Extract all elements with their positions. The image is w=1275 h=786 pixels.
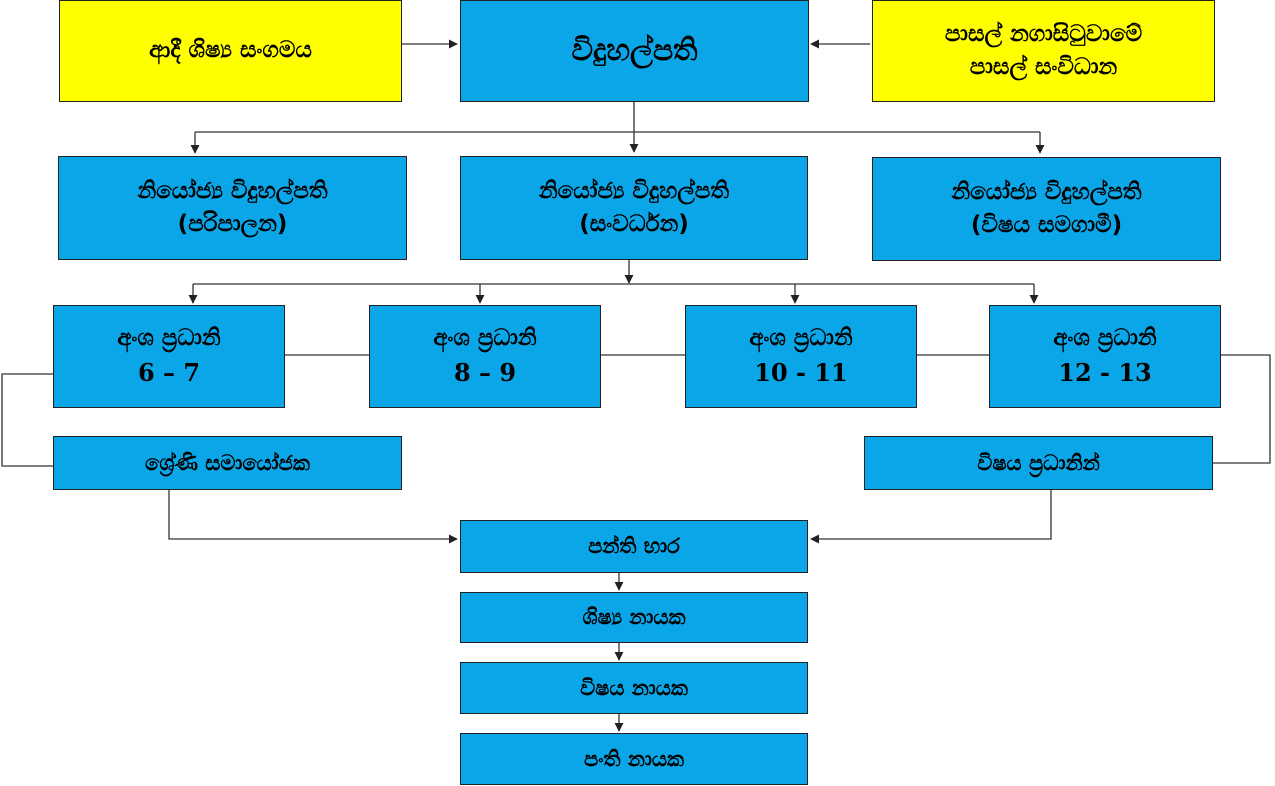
sdc-label-line2: පාසල් සංවිධාන (969, 54, 1118, 80)
link-sect-to-grade-coord (1, 373, 53, 467)
deputy-principal-admin-box: නියෝජ්‍ය විදුහල්පති (පරිපාලන) (58, 156, 407, 260)
section-head-12-13-box: අංශ ප්‍රධානි 12 - 13 (989, 305, 1221, 408)
student-leader-label: ශිෂ්‍ය නායක (582, 605, 686, 630)
section-head-10-11-grades: 10 - 11 (754, 357, 848, 387)
sdc-label-line1: පාසල් නගාසිටුවාමේ (944, 20, 1143, 47)
section-head-8-9-box: අංශ ප්‍රධානි 8 – 9 (369, 305, 601, 408)
dp-admin-title: නියෝජ්‍ය විදුහල්පති (137, 177, 328, 204)
dp-subject-subtitle: (විෂය සමගාමී) (970, 212, 1123, 238)
subject-heads-label: විෂය ප්‍රධානින් (977, 450, 1100, 475)
subject-leader-label: විෂය නායක (580, 675, 688, 700)
dp-dev-title: නියෝජ්‍ය විදුහල්පති (538, 177, 730, 204)
section-head-8-9-grades: 8 – 9 (453, 357, 517, 387)
arrow-grade-coord-to-class-teacher (168, 490, 458, 544)
link-sect-to-subject-heads (1213, 354, 1271, 464)
class-leader-label: පංති නායක (583, 746, 685, 771)
section-head-10-11-box: අංශ ප්‍රධානි 10 - 11 (685, 305, 917, 408)
class-teacher-box: පන්ති භාර (460, 520, 808, 573)
school-development-society-box: පාසල් නගාසිටුවාමේ පාසල් සංවිධාන (872, 0, 1215, 102)
section-head-12-13-title: අංශ ප්‍රධානි (1053, 325, 1157, 352)
section-head-6-7-title: අංශ ප්‍රධානි (117, 325, 221, 352)
past-pupils-association-label: ආදී ශිෂ්‍ය සංගමය (149, 37, 312, 64)
section-head-12-13-grades: 12 - 13 (1058, 357, 1152, 387)
section-head-6-7-box: අංශ ප්‍රධානි 6 – 7 (53, 305, 285, 408)
grade-coordinator-box: ශ්‍රේණි සමායෝජක (53, 436, 402, 490)
dp-dev-subtitle: (සංවර්ධන) (579, 211, 689, 237)
dp-subject-title: නියෝජ්‍ය විදුහල්පති (951, 178, 1142, 205)
dp-admin-subtitle: (පරිපාලන) (177, 211, 288, 237)
past-pupils-association-box: ආදී ශිෂ්‍ය සංගමය (59, 0, 402, 102)
deputy-principal-cocurricular-box: නියෝජ්‍ය විදුහල්පති (විෂය සමගාමී) (872, 157, 1221, 261)
principal-box: විදුහල්පති (460, 0, 809, 102)
section-head-6-7-grades: 6 – 7 (137, 357, 201, 387)
subject-leader-box: විෂය නායක (460, 662, 808, 714)
student-leader-box: ශිෂ්‍ය නායක (460, 592, 808, 643)
subject-heads-box: විෂය ප්‍රධානින් (864, 436, 1213, 490)
class-teacher-label: පන්ති භාර (588, 534, 680, 559)
section-head-8-9-title: අංශ ප්‍රධානි (433, 325, 537, 352)
arrow-subject-heads-to-class-teacher (810, 490, 1052, 544)
deputy-principal-development-box: නියෝජ්‍ය විදුහල්පති (සංවර්ධන) (460, 156, 808, 260)
class-leader-box: පංති නායක (460, 733, 808, 785)
principal-label: විදුහල්පති (571, 33, 698, 69)
section-head-10-11-title: අංශ ප්‍රධානි (749, 325, 853, 352)
grade-coordinator-label: ශ්‍රේණි සමායෝජක (145, 450, 310, 475)
